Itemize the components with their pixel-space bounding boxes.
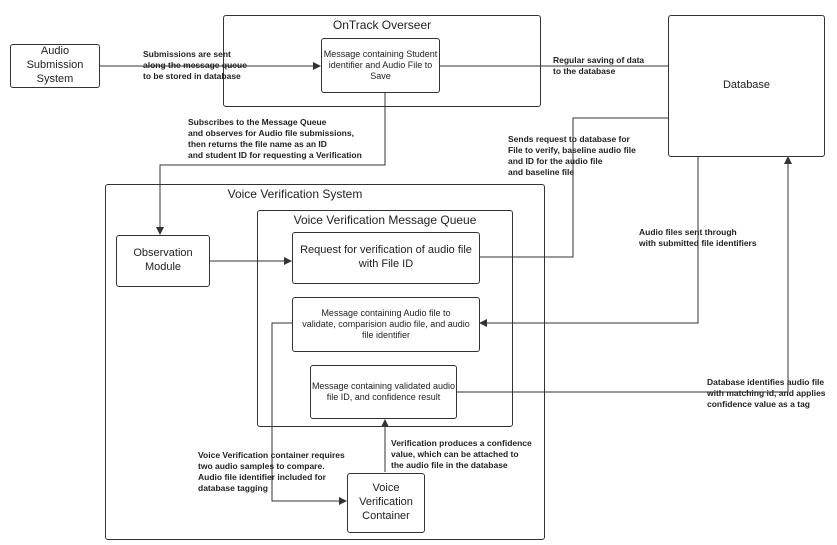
label-sends-request: Sends request to database for File to ve… bbox=[508, 134, 636, 178]
message-validated-node: Message containing validated audio file … bbox=[310, 365, 457, 419]
edge-message-audio-to-container bbox=[271, 322, 347, 505]
vv-container-node: Voice Verification Container bbox=[347, 473, 425, 533]
ontrack-overseer-frame: OnTrack Overseer bbox=[223, 15, 541, 107]
edge-message-validated-to-database bbox=[457, 156, 792, 393]
ontrack-overseer-title: OnTrack Overseer bbox=[332, 18, 432, 32]
message-audio-label: Message containing Audio file to validat… bbox=[302, 307, 470, 341]
overseer-message-node: Message containing Student identifier an… bbox=[321, 38, 440, 93]
audio-submission-label: Audio Submission System bbox=[26, 45, 84, 85]
message-validated-label: Message containing validated audio file … bbox=[311, 380, 456, 402]
message-queue-title: Voice Verification Message Queue bbox=[293, 213, 477, 227]
label-audio-files-sent: Audio files sent through with submitted … bbox=[639, 227, 757, 249]
request-verification-node: Request for verification of audio file w… bbox=[292, 232, 480, 284]
label-subscribes: Subscribes to the Message Queue and obse… bbox=[188, 117, 362, 161]
observation-module-label: Observation Module bbox=[133, 247, 193, 273]
edge-overseer-to-observation bbox=[156, 93, 386, 235]
label-regular-saving: Regular saving of data to the database bbox=[553, 55, 645, 77]
voice-verification-system-title: Voice Verification System bbox=[227, 187, 363, 201]
vv-container-label: Voice Verification Container bbox=[359, 482, 413, 522]
message-audio-node: Message containing Audio file to validat… bbox=[292, 297, 480, 352]
observation-module-node: Observation Module bbox=[116, 235, 210, 287]
edge-request-to-database bbox=[480, 117, 668, 258]
database-label: Database bbox=[722, 79, 771, 92]
label-container-requires: Voice Verification container requires tw… bbox=[198, 450, 345, 494]
label-database-identifies: Database identifies audio file with matc… bbox=[707, 377, 826, 410]
voice-verification-system-frame: Voice Verification System bbox=[105, 184, 545, 540]
request-verification-label: Request for verification of audio file w… bbox=[300, 244, 472, 270]
database-node: Database bbox=[668, 15, 825, 157]
audio-submission-node: Audio Submission System bbox=[10, 44, 100, 88]
label-submissions-sent: Submissions are sent along the message q… bbox=[143, 49, 247, 82]
overseer-message-label: Message containing Student identifier an… bbox=[323, 48, 438, 82]
edge-database-to-message-audio bbox=[479, 157, 699, 327]
label-verification-produces: Verification produces a confidence value… bbox=[391, 438, 532, 471]
message-queue-frame: Voice Verification Message Queue bbox=[257, 210, 513, 427]
